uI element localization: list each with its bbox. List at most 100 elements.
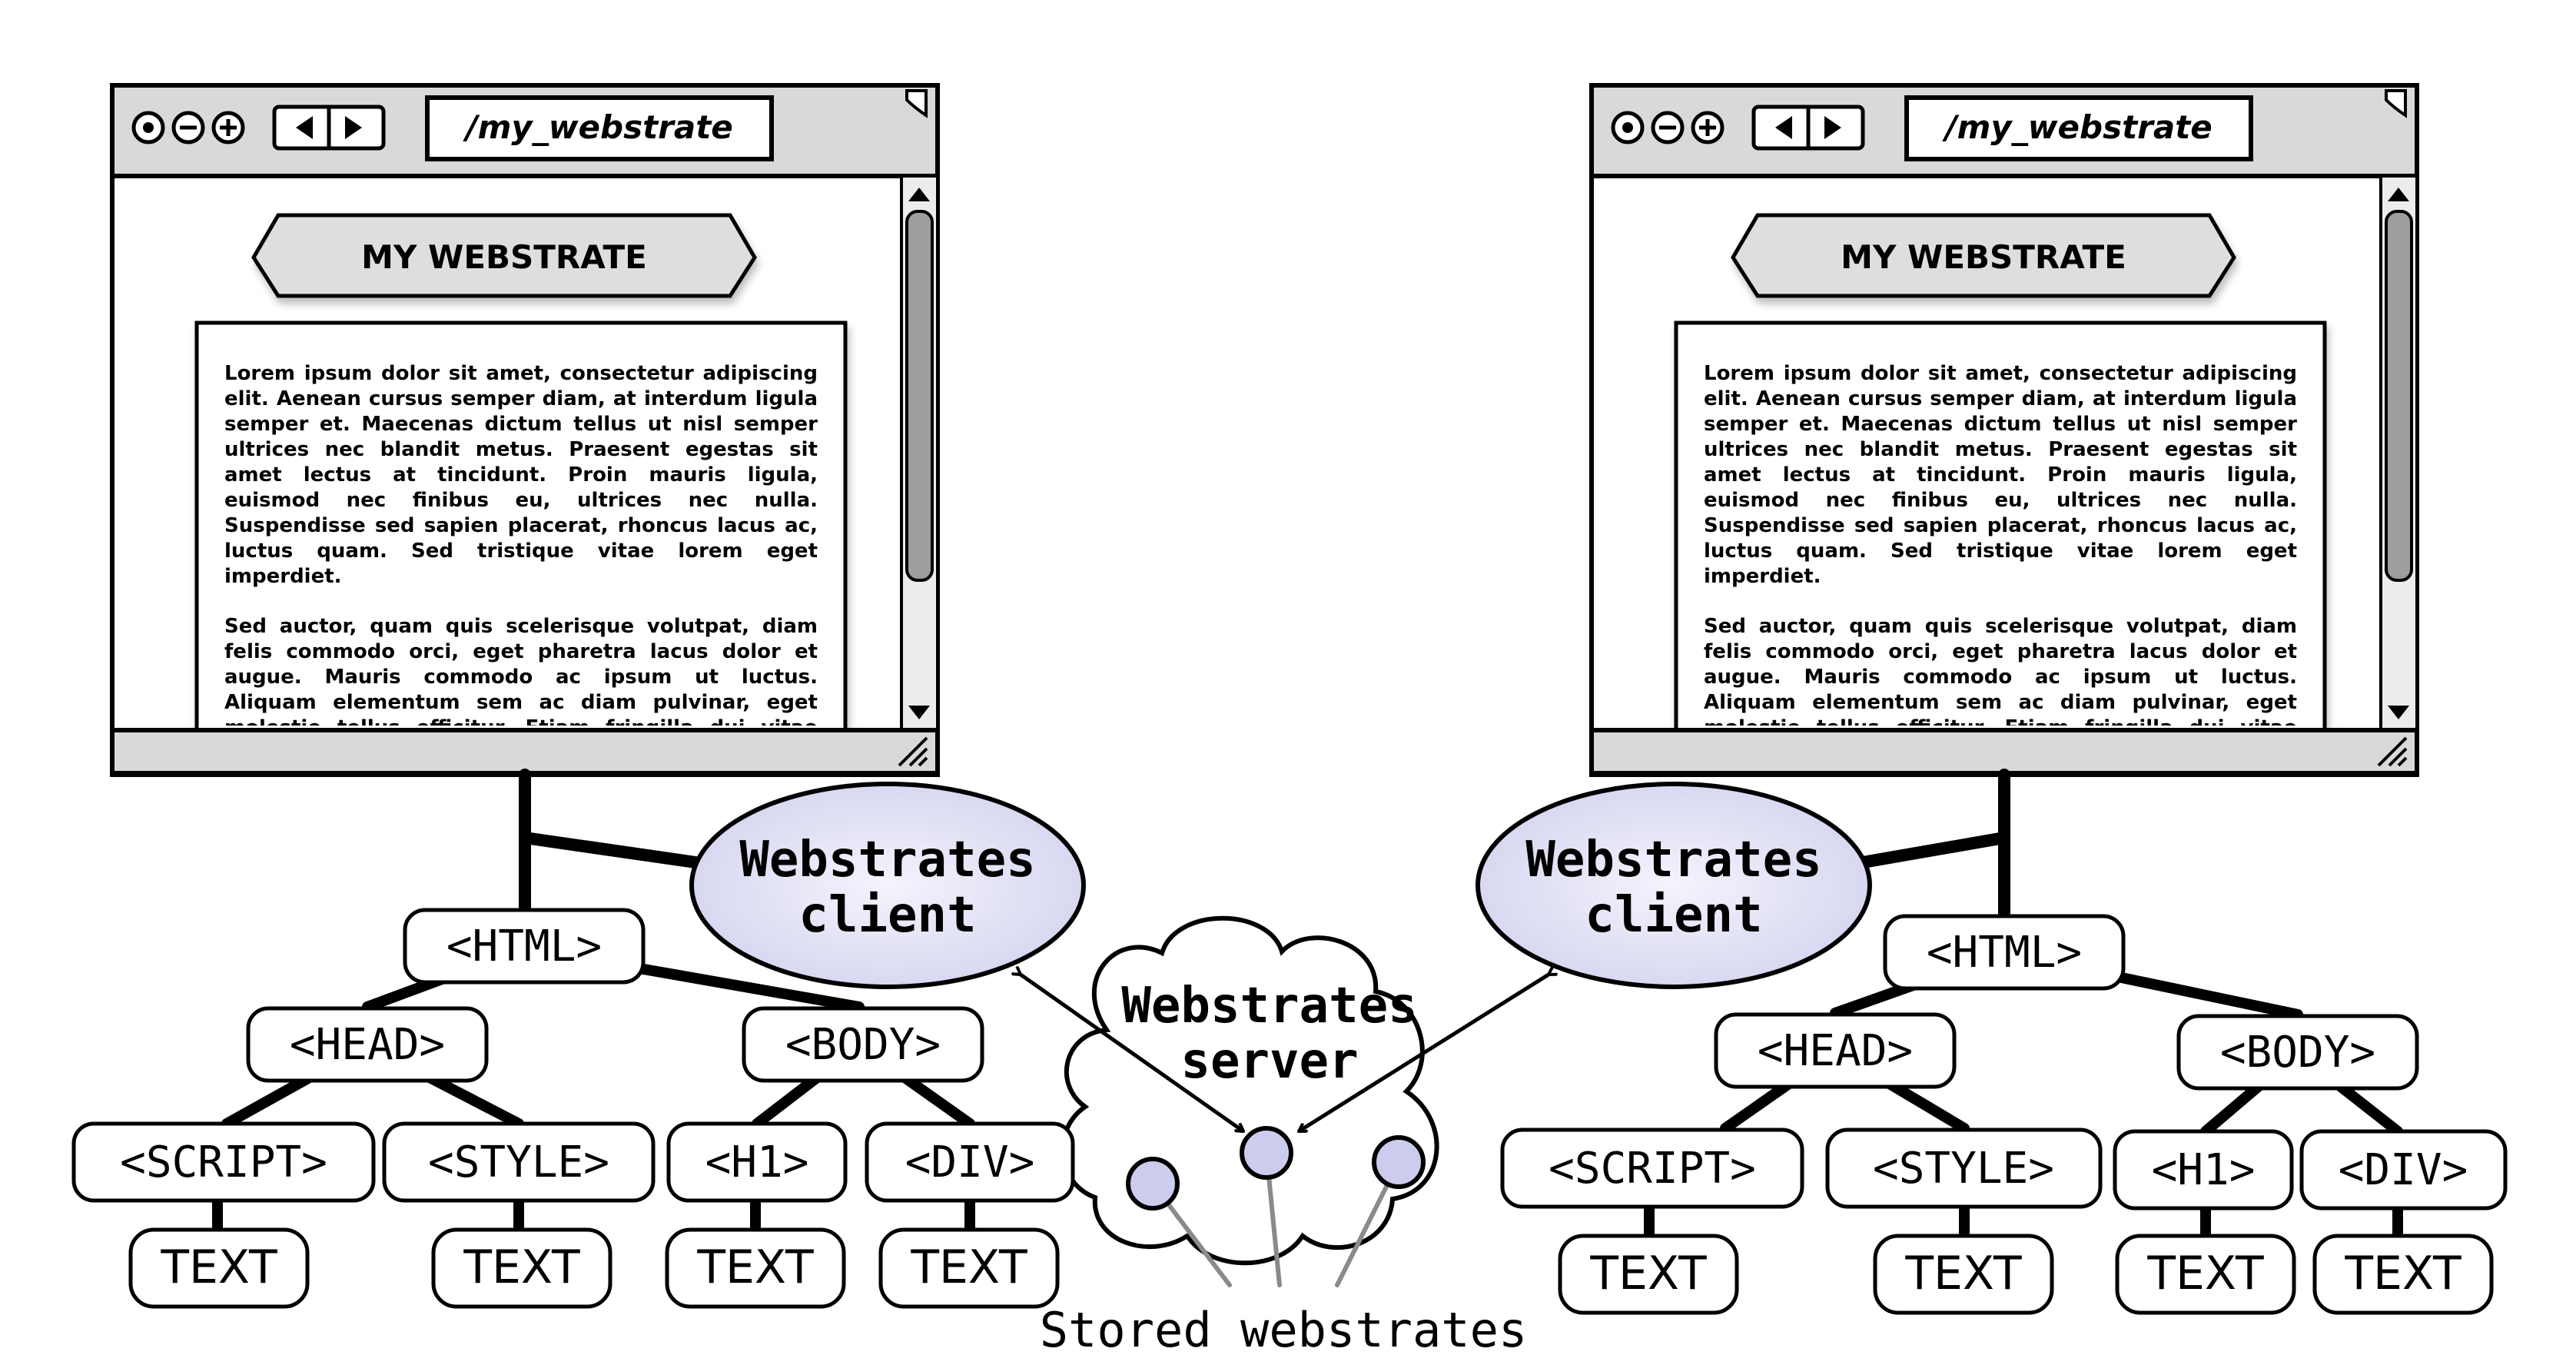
node-label: <SCRIPT> <box>1549 1144 1756 1194</box>
left-dom-tree: <HTML> <HEAD> <BODY> <SCRIPT> <STYLE> <H… <box>71 908 1075 1309</box>
node-label: <HEAD> <box>1758 1026 1913 1076</box>
node-label: <H1> <box>2152 1145 2256 1195</box>
right-dom-tree: <HTML> <HEAD> <BODY> <SCRIPT> <STYLE> <H… <box>1500 914 2508 1315</box>
stored-webstrate-icon <box>1126 1157 1180 1211</box>
scroll-up-icon[interactable] <box>908 188 930 201</box>
tree-node-text: TEXT <box>2312 1234 2494 1315</box>
tree-node-text: TEXT <box>1558 1234 1739 1315</box>
node-label: <DIV> <box>905 1138 1035 1187</box>
tree-node-html: <HTML> <box>403 908 646 985</box>
address-bar[interactable] <box>425 95 774 161</box>
minimize-icon[interactable] <box>171 111 205 144</box>
client-label-line2: client <box>1585 887 1762 944</box>
scrollbar-thumb[interactable] <box>905 210 934 582</box>
scrollbar[interactable] <box>2379 174 2418 731</box>
tree-node-body: <BODY> <box>742 1006 984 1083</box>
minimize-icon[interactable] <box>1651 111 1685 144</box>
page-header-banner <box>251 213 757 298</box>
scroll-down-icon[interactable] <box>2388 706 2409 719</box>
page-header-text: MY WEBSTRATE <box>361 238 647 276</box>
status-bar <box>1589 728 2419 775</box>
tree-node-h1: <H1> <box>2113 1129 2294 1211</box>
node-label: <H1> <box>705 1138 809 1187</box>
browser-window-left: /my_webstrate MY WEBSTRATE <box>110 83 940 777</box>
content-text-left: Lorem ipsum dolor sit amet, consectetur … <box>224 361 818 726</box>
tree-node-head: <HEAD> <box>1714 1012 1957 1089</box>
stored-webstrate-icon <box>1240 1126 1293 1180</box>
node-label: <HTML> <box>1927 928 2082 978</box>
stored-webstrates-caption: Stored webstrates <box>1040 1302 1528 1358</box>
tree-node-script: <SCRIPT> <box>1500 1128 1804 1209</box>
node-label: <HTML> <box>446 922 602 971</box>
sync-arrows <box>1021 975 1549 1134</box>
resize-grip-icon[interactable] <box>2377 736 2408 767</box>
tree-node-html: <HTML> <box>1883 914 2126 991</box>
node-label: TEXT <box>1589 1247 1707 1300</box>
stored-webstrate-icon <box>1372 1135 1426 1189</box>
node-label: <BODY> <box>785 1020 941 1070</box>
tree-node-text: TEXT <box>1873 1234 2054 1315</box>
content-box <box>194 320 848 740</box>
status-bar <box>110 728 940 775</box>
scrollbar[interactable] <box>900 174 939 731</box>
content-box <box>1674 320 2327 740</box>
tree-node-style: <STYLE> <box>382 1121 656 1203</box>
scroll-up-icon[interactable] <box>2388 188 2409 201</box>
tree-node-body: <BODY> <box>2176 1014 2419 1091</box>
content-text-right: Lorem ipsum dolor sit amet, consectetur … <box>1704 361 2297 726</box>
node-label: <BODY> <box>2220 1028 2375 1078</box>
node-label: TEXT <box>2344 1247 2461 1300</box>
close-icon[interactable] <box>1611 111 1645 144</box>
webstrates-client-left: Webstrates client <box>689 782 1086 989</box>
node-label: TEXT <box>910 1240 1027 1294</box>
tree-node-text: TEXT <box>665 1227 846 1309</box>
webstrates-client-right: Webstrates client <box>1476 782 1872 989</box>
client-label-line1: Webstrates <box>739 832 1035 888</box>
maximize-icon[interactable] <box>1691 111 1725 144</box>
tree-node-text: TEXT <box>128 1227 310 1309</box>
paragraph: Lorem ipsum dolor sit amet, consectetur … <box>1704 362 2297 588</box>
resize-grip-icon[interactable] <box>898 736 928 767</box>
paragraph: Sed auctor, quam quis scelerisque volutp… <box>1704 615 2297 726</box>
node-label: TEXT <box>160 1240 277 1294</box>
server-label-line1: Webstrates <box>1121 978 1417 1035</box>
page-header-banner <box>1731 213 2236 298</box>
back-arrow-icon[interactable] <box>1775 116 1792 139</box>
server-label-line2: server <box>1180 1033 1358 1090</box>
tree-node-style: <STYLE> <box>1825 1128 2103 1209</box>
address-bar-url: /my_webstrate <box>1941 108 2213 146</box>
tree-node-script: <SCRIPT> <box>71 1121 376 1203</box>
page-corner-icon <box>905 89 928 118</box>
scroll-down-icon[interactable] <box>908 706 930 719</box>
browser-window-right: /my_webstrate MY WEBSTRATE <box>1589 83 2419 777</box>
client-label-line2: client <box>798 887 976 944</box>
page-corner-icon <box>2385 89 2407 118</box>
address-bar-url: /my_webstrate <box>462 108 733 146</box>
client-label-line1: Webstrates <box>1525 832 1821 888</box>
close-icon[interactable] <box>131 111 165 144</box>
left-connector <box>519 769 702 919</box>
forward-arrow-icon[interactable] <box>345 116 362 139</box>
scrollbar-thumb[interactable] <box>2385 210 2413 582</box>
node-label: <STYLE> <box>1873 1144 2054 1194</box>
tree-node-text: TEXT <box>2115 1234 2296 1315</box>
tree-node-h1: <H1> <box>666 1121 848 1203</box>
tree-node-text: TEXT <box>431 1227 612 1309</box>
tree-node-div: <DIV> <box>2299 1129 2508 1211</box>
right-connector <box>1857 769 2010 924</box>
node-label: <DIV> <box>2339 1145 2468 1195</box>
forward-arrow-icon[interactable] <box>1824 116 1841 139</box>
node-label: TEXT <box>2146 1247 2264 1300</box>
node-label: TEXT <box>463 1240 580 1294</box>
node-label: <SCRIPT> <box>120 1138 327 1187</box>
maximize-icon[interactable] <box>211 111 245 144</box>
tree-node-div: <DIV> <box>865 1121 1075 1203</box>
tree-node-head: <HEAD> <box>246 1006 489 1083</box>
back-arrow-icon[interactable] <box>296 116 313 139</box>
address-bar[interactable] <box>1904 95 2253 161</box>
paragraph: Sed auctor, quam quis scelerisque volutp… <box>224 615 818 726</box>
node-label: TEXT <box>696 1240 814 1294</box>
webstrates-server-cloud: Webstrates server <box>1060 915 1439 1266</box>
node-label: <HEAD> <box>290 1020 445 1070</box>
node-label: TEXT <box>1904 1247 2022 1300</box>
